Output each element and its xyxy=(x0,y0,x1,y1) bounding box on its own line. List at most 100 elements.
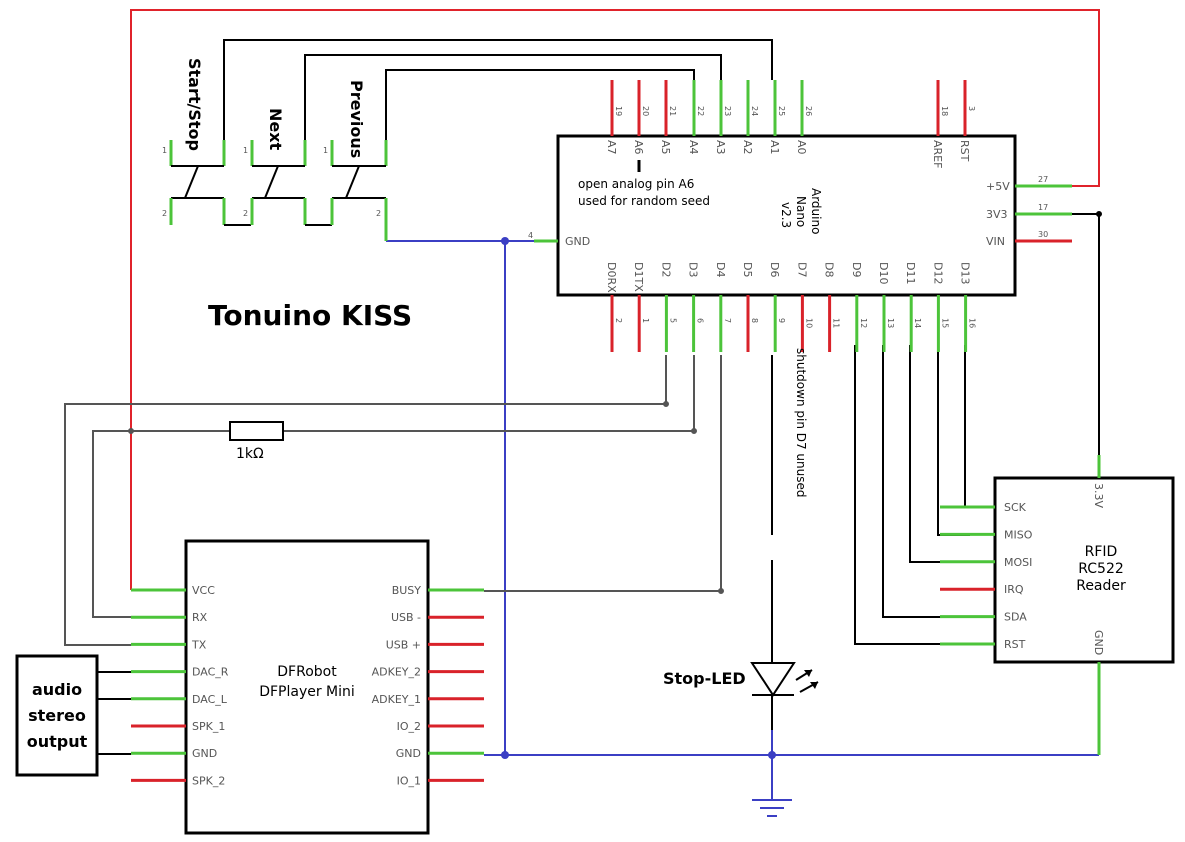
arduino-pin-label: D10 xyxy=(877,262,890,284)
arduino-pin-num: 2 xyxy=(614,318,623,323)
arduino-pin-label: A2 xyxy=(741,140,754,155)
button-wires xyxy=(223,39,773,140)
arduino-pin-num: 7 xyxy=(723,318,732,323)
arduino-pin-label: RST xyxy=(958,140,971,162)
arduino-pin-num: 14 xyxy=(913,318,922,328)
dfplayer-pin-label: TX xyxy=(191,638,207,651)
svg-text:4: 4 xyxy=(528,231,533,240)
arduino-pin-num: 9 xyxy=(777,318,786,323)
dfplayer-pin-label: SPK_2 xyxy=(192,774,225,787)
stop-led-label: Stop-LED xyxy=(663,669,746,688)
svg-text:Next: Next xyxy=(266,108,285,151)
dfplayer-pin-label: IO_2 xyxy=(397,720,421,733)
note-d7: shutdown pin D7 unused xyxy=(794,348,808,498)
dfplayer-pin-label: GND xyxy=(192,747,217,760)
dfplayer-pin-label: ADKEY_1 xyxy=(372,693,421,706)
arduino-pin-label: D9 xyxy=(850,262,863,277)
vcc-wire xyxy=(130,9,1100,590)
arduino-pin-label: D5 xyxy=(741,262,754,277)
arduino-pin-num: 8 xyxy=(750,318,759,323)
arduino-pin-label: D11 xyxy=(904,262,917,284)
svg-text:RC522: RC522 xyxy=(1078,561,1124,577)
arduino-pin-label: D8 xyxy=(823,262,836,277)
arduino-pin-num: 24 xyxy=(750,106,759,116)
svg-text:audio: audio xyxy=(32,680,82,699)
arduino-pin-label: A3 xyxy=(714,140,727,155)
dfplayer-pin-label: DAC_L xyxy=(192,693,228,706)
button-previous[interactable]: Previous 1 2 xyxy=(323,80,388,241)
note-a6-line2: used for random seed xyxy=(578,194,710,208)
arduino-pin-num: 20 xyxy=(641,106,650,116)
arduino-pin-num: 6 xyxy=(696,318,705,323)
arduino-pin-label: A7 xyxy=(605,140,618,155)
resistor xyxy=(229,421,284,441)
rfid-reader: RFID RC522 Reader 3.3V GND xyxy=(993,455,1175,755)
svg-text:2: 2 xyxy=(162,209,167,218)
rfid-pin-label: SCK xyxy=(1004,501,1027,514)
svg-text:Arduino: Arduino xyxy=(809,188,823,234)
arduino-pin-label: +5V xyxy=(986,180,1010,193)
arduino-pin-num: 13 xyxy=(886,318,895,328)
arduino-pin-num: 22 xyxy=(696,106,705,116)
arduino-pin-num: 12 xyxy=(859,318,868,328)
gnd-wire xyxy=(386,237,1099,800)
arduino-pin-label: D3 xyxy=(687,262,700,277)
arduino-pin-label: A1 xyxy=(768,140,781,155)
svg-text:2: 2 xyxy=(376,209,381,218)
ground-symbol xyxy=(752,799,792,817)
arduino-pin-label: D7 xyxy=(795,262,808,277)
arduino-pin-num: 18 xyxy=(940,106,949,116)
arduino-pin-num: 30 xyxy=(1038,230,1048,239)
button-next[interactable]: Next 1 2 xyxy=(243,108,332,226)
svg-text:DFPlayer Mini: DFPlayer Mini xyxy=(259,684,355,700)
arduino-pin-label: D12 xyxy=(931,262,944,284)
arduino-pin-num: 1 xyxy=(641,318,650,323)
audio-wires xyxy=(97,671,131,755)
button-start-stop[interactable]: Start/Stop 1 2 xyxy=(162,58,251,226)
svg-text:1: 1 xyxy=(323,146,328,155)
svg-text:v2.3: v2.3 xyxy=(779,202,793,228)
note-a6-line1: open analog pin A6 xyxy=(578,177,694,191)
svg-text:output: output xyxy=(27,732,88,751)
rfid-pin-label: MOSI xyxy=(1004,556,1032,569)
dfplayer-pin-label: VCC xyxy=(192,584,215,597)
diagram-title: Tonuino KISS xyxy=(208,299,412,332)
arduino-pin-num: 11 xyxy=(832,318,841,328)
dfplayer-pin-label: BUSY xyxy=(392,584,422,597)
svg-text:Start/Stop: Start/Stop xyxy=(185,58,204,151)
dfplayer-pin-label: GND xyxy=(396,747,421,760)
arduino-pin-label: A0 xyxy=(795,140,808,155)
arduino-pin-label: D1TX xyxy=(632,262,645,292)
arduino-pin-num: 16 xyxy=(968,318,977,328)
arduino-bottom-pins: 2D0RX1D1TX5D26D37D48D59D610D711D812D913D… xyxy=(605,262,977,352)
arduino-pin-num: 3 xyxy=(967,106,976,111)
arduino-pin-label: D4 xyxy=(714,262,727,277)
dfplayer-pin-label: ADKEY_2 xyxy=(372,666,421,679)
arduino-pin-label: A5 xyxy=(659,140,672,155)
arduino-pin-num: 23 xyxy=(723,106,732,116)
dfplayer-pin-label: USB + xyxy=(386,638,421,651)
arduino-pin-label: AREF xyxy=(931,140,944,168)
arduino-pin-num: 10 xyxy=(804,318,813,328)
arduino-top-pins: 19A720A621A522A423A324A225A126A018AREF3R… xyxy=(605,80,976,168)
arduino-pin-num: 25 xyxy=(777,106,786,116)
arduino-pin-num: 5 xyxy=(668,318,677,323)
dfplayer-pin-label: USB - xyxy=(391,611,421,624)
svg-text:3.3V: 3.3V xyxy=(1092,483,1105,508)
arduino-pin-num: 27 xyxy=(1038,175,1048,184)
svg-text:1: 1 xyxy=(162,146,167,155)
arduino-pin-label: 3V3 xyxy=(986,208,1008,221)
stop-led: Stop-LED xyxy=(663,662,819,730)
arduino-pin-num: 21 xyxy=(668,106,677,116)
arduino-pin-label: D6 xyxy=(768,262,781,277)
svg-text:DFRobot: DFRobot xyxy=(277,664,337,680)
arduino-pin-label: D2 xyxy=(659,262,672,277)
rfid-pin-label: RST xyxy=(1004,638,1026,651)
audio-output-box: audio stereo output xyxy=(15,654,99,777)
svg-text:Nano: Nano xyxy=(794,196,808,227)
arduino-pin-num: 26 xyxy=(804,106,813,116)
